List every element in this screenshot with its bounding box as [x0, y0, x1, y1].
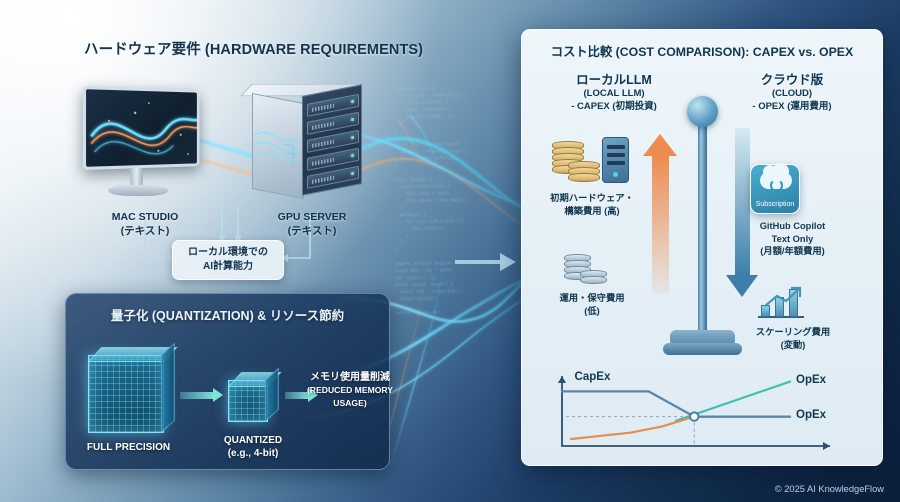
cost-item-label-operating-maintenance: 運用・保守費用 (低): [559, 293, 625, 316]
device-label-gpu-server: GPU SERVER (テキスト): [277, 211, 347, 237]
gpu-server-icon: [240, 84, 370, 206]
quantization-step-label-quantized: QUANTIZED (e.g., 4-bit): [223, 435, 283, 459]
cost-item-label-scaling: スケーリング費用 (変動): [755, 327, 831, 350]
cloud-subscription-icon: Subscription: [750, 163, 800, 214]
copyright-footer: © 2025 AI KnowledgeFlow: [774, 484, 884, 494]
operating-cost-coins-icon: [562, 252, 632, 294]
balance-base-lower: [663, 343, 742, 355]
cost-comparison-panel: コスト比較 (COST COMPARISON): CAPEX vs. OPEX …: [521, 29, 883, 466]
opex-down-arrow: [726, 128, 758, 297]
subscription-badge: Subscription: [755, 201, 795, 208]
local-ai-capability-box: ローカル環境での AI計算能力: [172, 240, 284, 280]
chart-label-opex: OpEx: [796, 373, 827, 386]
quantize-arrow-1: [180, 388, 223, 402]
balance-pole: [698, 102, 707, 338]
code-background: function init(){ const cfg = loadConfig(…: [395, 86, 469, 317]
chart-label-capex: CapEx: [574, 371, 611, 384]
chart-canvas: [558, 376, 830, 450]
cost-item-label-github-copilot: GitHub Copilot Text Only (月額/年額費用): [759, 221, 826, 256]
cost-comparison-title: コスト比較 (COST COMPARISON): CAPEX vs. OPEX: [550, 45, 854, 59]
chart-label-opex: OpEx: [796, 408, 827, 421]
quantization-step-label-full-precision: FULL PRECISION: [86, 442, 171, 453]
cost-item-label-initial-hardware: 初期ハードウェア・ 構築費用 (高): [550, 193, 634, 216]
quantize-arrow-2: [285, 388, 318, 402]
hardware-section-title: ハードウェア要件 (HARDWARE REQUIREMENTS): [84, 42, 424, 58]
quantized-cube-icon: [228, 367, 282, 422]
mac-studio-icon: [78, 85, 213, 206]
server-airflow-art: [254, 131, 300, 165]
capex-up-arrow: [643, 134, 677, 293]
full-precision-cube-icon: [88, 342, 178, 433]
initial-cost-coins-icon: [546, 135, 642, 187]
scaling-cost-chart-icon: [758, 286, 806, 322]
cost-column-heading-cloud: クラウド版 (CLOUD) - OPEX (運用費用): [752, 73, 832, 113]
imac-screen-art: [86, 102, 200, 170]
imac-stand-foot: [108, 184, 169, 197]
server-front-face: [302, 84, 362, 196]
server-side-panel: [252, 92, 304, 200]
quantization-step-label-reduced-memory: メモリ使用量削減 (REDUCED MEMORY USAGE): [306, 372, 394, 408]
imac-screen: [82, 85, 200, 171]
mini-server-icon: [602, 137, 629, 183]
trend-up-arrow-icon: [764, 286, 802, 307]
quantization-panel: 量子化 (QUANTIZATION) & リソース節約: [65, 293, 390, 470]
cost-column-heading-local: ローカルLLM (LOCAL LLM) - CAPEX (初期投資): [571, 73, 657, 113]
balance-pole-knob: [687, 96, 718, 127]
quantization-title: 量子化 (QUANTIZATION) & リソース節約: [110, 309, 345, 323]
device-label-mac-studio: MAC STUDIO (テキスト): [111, 211, 179, 237]
